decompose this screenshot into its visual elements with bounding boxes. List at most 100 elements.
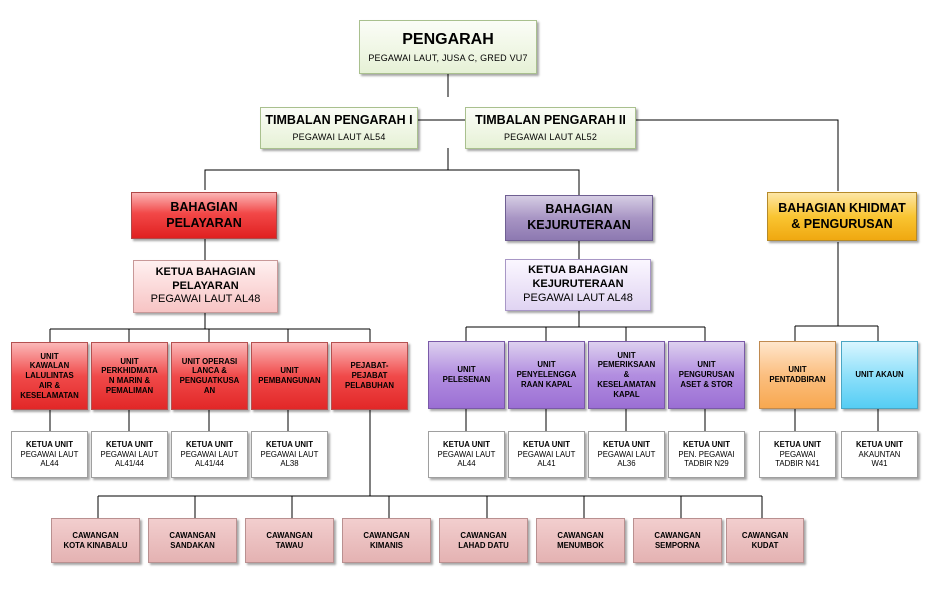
unit-line: UNIT [40,351,59,361]
leader-grade: AL41/44 [114,459,145,469]
branch-kimanis: CAWANGAN KIMANIS [342,518,431,563]
branch-label: CAWANGAN [266,530,313,540]
leader-label: KETUA UNIT [266,439,313,449]
division-pelayaran-title-2: PELAYARAN [166,215,242,230]
leader-label: KETUA UNIT [603,439,650,449]
deputy-1-box: TIMBALAN PENGARAH I PEGAWAI LAUT AL54 [260,107,418,149]
leader-label: KETUA UNIT [856,439,903,449]
unit-line: UNIT [697,360,716,370]
leader-grade: W41 [871,459,888,469]
branch-lahad-datu: CAWANGAN LAHAD DATU [439,518,528,563]
leader-pemeriksaan: KETUA UNIT PEGAWAI LAUT AL36 [588,431,665,478]
leader-grade: PEGAWAI LAUT [100,449,159,459]
deputy-1-title: TIMBALAN PENGARAH I [265,113,413,128]
head-pelayaran: KETUA BAHAGIAN PELAYARAN PEGAWAI LAUT AL… [133,260,278,313]
leader-grade: PEGAWAI [779,449,816,459]
leader-grade: AL36 [617,459,636,469]
leader-label: KETUA UNIT [774,439,821,449]
unit-line: ASET & STOR [680,379,733,389]
unit-line: UNIT [788,365,807,375]
branch-location: TAWAU [275,540,304,550]
unit-line: KAPAL [613,389,640,399]
unit-line: PENTADBIRAN [769,375,826,384]
branch-location: KUDAT [751,540,779,550]
leader-grade: TADBIR N29 [684,459,729,469]
branch-label: CAWANGAN [654,530,701,540]
leader-grade: AL41 [537,459,556,469]
branch-menumbok: CAWANGAN MENUMBOK [536,518,625,563]
leader-grade: PEGAWAI LAUT [437,449,496,459]
deputy-1-grade: PEGAWAI LAUT AL54 [292,131,386,142]
leader-pentadbiran: KETUA UNIT PEGAWAI TADBIR N41 [759,431,836,478]
leader-label: KETUA UNIT [186,439,233,449]
unit-line: UNIT [280,366,299,376]
branch-label: CAWANGAN [72,530,119,540]
unit-line: UNIT [457,365,476,375]
leader-pembangunan: KETUA UNIT PEGAWAI LAUT AL38 [251,431,328,478]
unit-line: PELABUHAN [345,380,394,390]
head-pelayaran-grade: PEGAWAI LAUT AL48 [150,293,261,306]
leader-grade: PEGAWAI LAUT [517,449,576,459]
unit-line: LANCA & [192,366,227,376]
leader-label: KETUA UNIT [26,439,73,449]
leader-label: KETUA UNIT [443,439,490,449]
branch-location: LAHAD DATU [458,540,509,550]
leader-grade: AL44 [457,459,476,469]
unit-line: PEMERIKSAAN [597,360,656,370]
branch-location: SANDAKAN [170,540,215,550]
leader-perkhidmatan: KETUA UNIT PEGAWAI LAUT AL41/44 [91,431,168,478]
unit-line: PENGUATKUSA [179,376,240,385]
unit-line: PEJABAT- [350,361,389,371]
unit-line: AN [203,385,216,395]
unit-line: AIR & [38,380,61,390]
unit-line: PEJABAT [351,371,388,381]
leader-grade: PEGAWAI LAUT [20,449,79,459]
branch-kudat: CAWANGAN KUDAT [726,518,804,563]
unit-pemeriksaan: UNIT PEMERIKSAAN & KESELAMATAN KAPAL [588,341,665,409]
branch-location: KIMANIS [370,540,403,550]
branch-location: MENUMBOK [557,540,604,550]
unit-line: UNIT AKAUN [855,370,904,380]
leader-penyelenggaraan: KETUA UNIT PEGAWAI LAUT AL41 [508,431,585,478]
head-kejuruteraan-grade: PEGAWAI LAUT AL48 [523,291,633,304]
branch-label: CAWANGAN [169,530,216,540]
branch-sandakan: CAWANGAN SANDAKAN [148,518,237,563]
unit-line: PELESENAN [442,375,491,384]
leader-akaun: KETUA UNIT AKAUNTAN W41 [841,431,918,478]
division-khidmat-title-1: BAHAGIAN KHIDMAT [778,200,906,215]
leader-kawalan: KETUA UNIT PEGAWAI LAUT AL44 [11,431,88,478]
deputy-2-grade: PEGAWAI LAUT AL52 [503,131,598,142]
branch-label: CAWANGAN [557,530,604,540]
unit-line: UNIT [617,350,636,360]
leader-grade: AL44 [40,459,59,469]
leader-operasi: KETUA UNIT PEGAWAI LAUT AL41/44 [171,431,248,478]
unit-pembangunan: UNIT PEMBANGUNAN [251,342,328,410]
branch-tawau: CAWANGAN TAWAU [245,518,334,563]
leader-label: KETUA UNIT [523,439,570,449]
unit-pejabat-pelabuhan: PEJABAT- PEJABAT PELABUHAN [331,342,408,410]
division-pelayaran: BAHAGIAN PELAYARAN [131,192,277,239]
unit-pelesenan: UNIT PELESENAN [428,341,505,409]
head-kejuruteraan-title-2: KEJURUTERAAN [532,278,624,291]
leader-grade: PEGAWAI LAUT [260,449,319,459]
deputy-2-title: TIMBALAN PENGARAH II [475,113,626,128]
leader-grade: AKAUNTAN [858,449,901,459]
unit-line: RAAN KAPAL [521,379,572,389]
branch-label: CAWANGAN [741,530,789,540]
unit-line: UNIT [120,356,139,366]
leader-grade: TADBIR N41 [775,459,820,469]
division-kejuruteraan: BAHAGIAN KEJURUTERAAN [505,195,653,241]
unit-line: UNIT [537,360,556,370]
unit-line: PEMBANGUNAN [258,376,321,385]
leader-label: KETUA UNIT [683,439,730,449]
head-pelayaran-title-2: PELAYARAN [172,279,239,292]
unit-line: & [623,370,630,380]
unit-pentadbiran: UNIT PENTADBIRAN [759,341,836,409]
division-khidmat: BAHAGIAN KHIDMAT & PENGURUSAN [767,192,917,241]
head-kejuruteraan: KETUA BAHAGIAN KEJURUTERAAN PEGAWAI LAUT… [505,259,651,311]
branch-label: CAWANGAN [363,530,410,540]
branch-semporna: CAWANGAN SEMPORNA [633,518,722,563]
unit-line: PERKHIDMATA [101,366,158,376]
unit-operasi-lanca: UNIT OPERASI LANCA & PENGUATKUSA AN [171,342,248,410]
